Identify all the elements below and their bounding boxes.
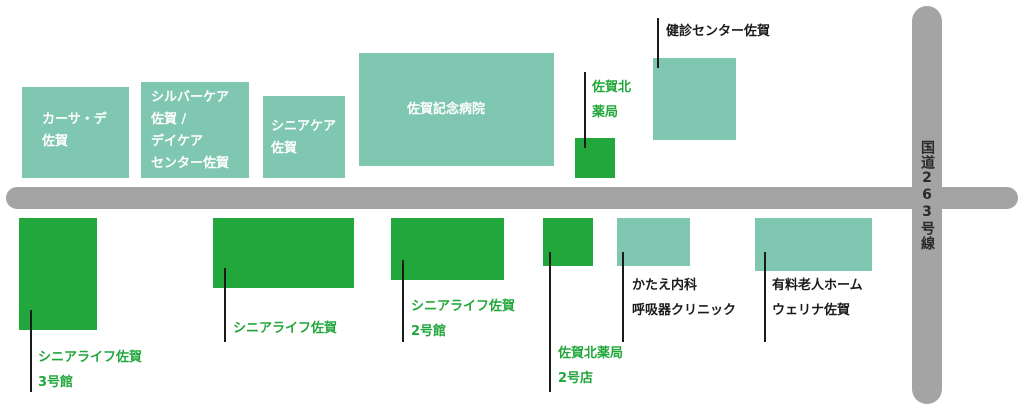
building-silver-care: シルバーケア 佐賀 / デイケア センター佐賀 [141,82,249,178]
building-senior-life [213,218,354,288]
building-kita-pharmacy [575,138,615,178]
building-memorial-hospital-label: 佐賀記念病院 [407,102,486,117]
label-kita-pharmacy-2: 佐賀北薬局 2号店 [558,346,624,386]
building-car-saga-label: カーサ・デ 佐賀 [42,112,107,149]
national-route-263-horizontal [6,187,1018,209]
leader-kita-pharmacy [584,72,586,148]
building-silver-care-label: シルバーケア 佐賀 / デイケア センター佐賀 [151,90,230,171]
leader-senior-life [224,268,226,342]
label-senior-life: シニアライフ佐賀 [233,321,338,336]
building-health-center [653,58,736,140]
leader-senior-life-3 [30,310,32,392]
building-memorial-hospital: 佐賀記念病院 [359,53,554,166]
building-senior-care-label: シニアケア 佐賀 [271,119,337,156]
building-katae-clinic [617,218,690,266]
leader-senior-life-2 [402,260,404,342]
building-kita-pharmacy-2 [543,218,593,266]
leader-health-center [657,18,659,68]
road-label: 国道263号線 [919,140,935,251]
label-health-center: 健診センター佐賀 [666,24,771,39]
building-senior-care: シニアケア 佐賀 [263,96,345,178]
building-car-saga: カーサ・デ 佐賀 [22,87,129,178]
label-ueruna-saga: 有料老人ホーム ウェリナ佐賀 [772,278,863,318]
leader-katae-clinic [622,252,624,342]
leader-kita-pharmacy-2 [549,252,551,392]
leader-ueruna-saga [764,252,766,342]
label-senior-life-3: シニアライフ佐賀 3号館 [38,350,143,390]
label-senior-life-2: シニアライフ佐賀 2号館 [411,299,516,339]
label-katae-clinic: かたえ内科 呼吸器クリニック [632,278,737,318]
building-ueruna-saga [755,218,872,271]
building-senior-life-2 [391,218,504,280]
national-route-263-vertical [912,6,942,404]
building-senior-life-3 [19,218,97,330]
label-kita-pharmacy: 佐賀北 薬局 [592,80,632,120]
